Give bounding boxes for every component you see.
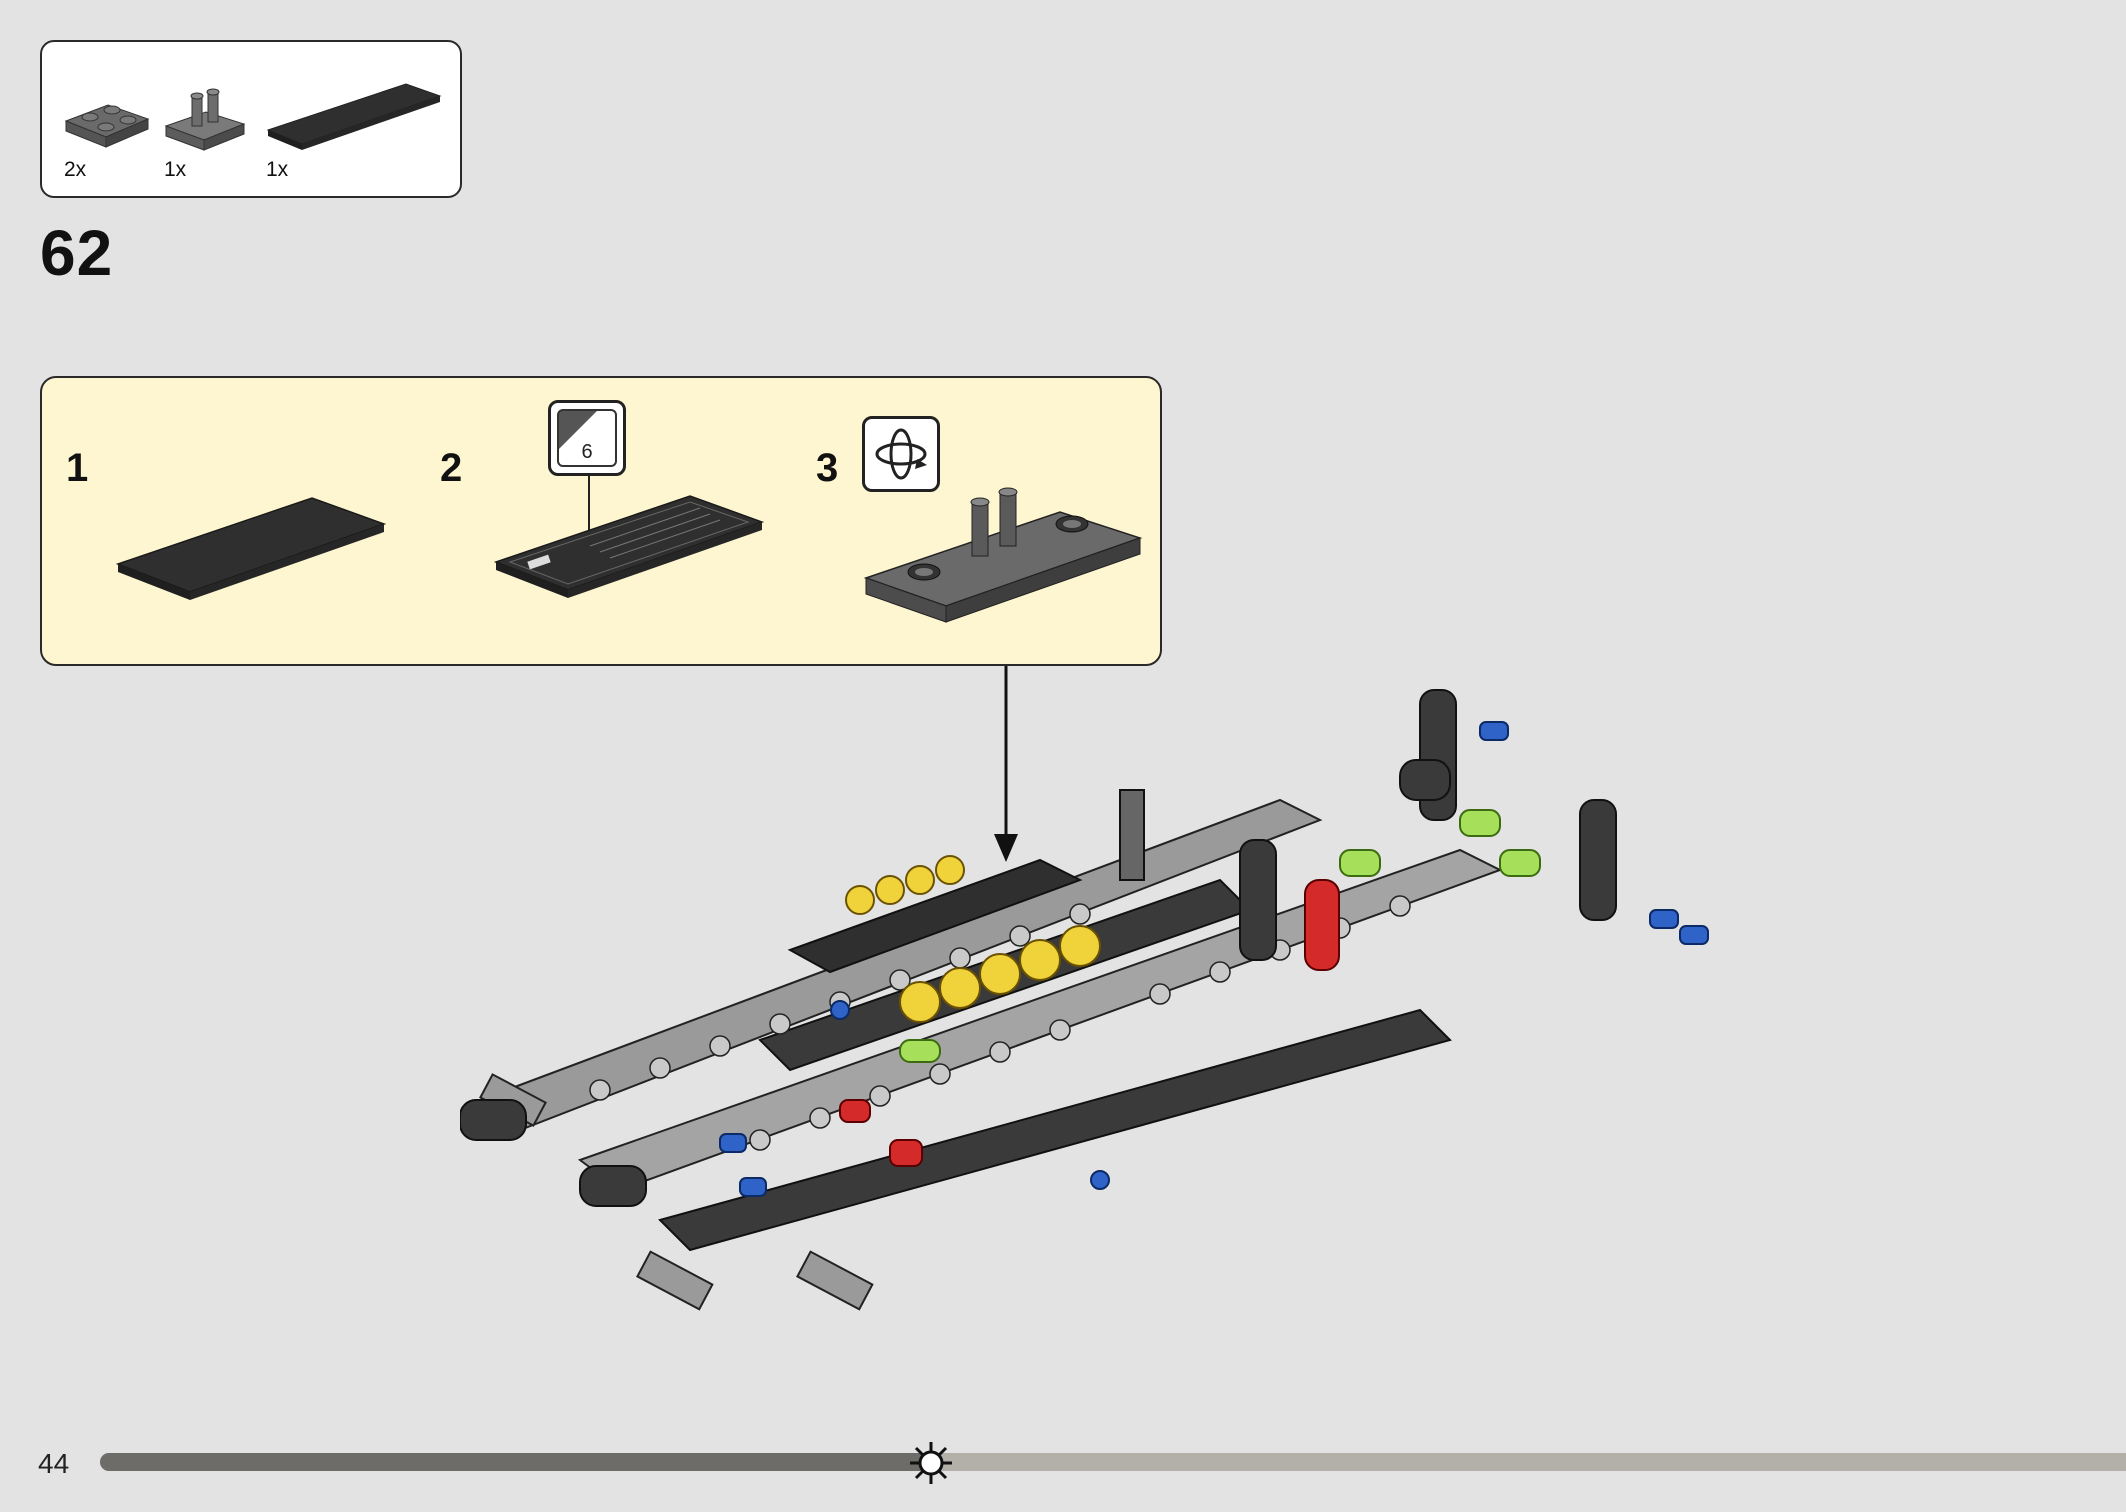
part-qty: 1x xyxy=(164,158,187,181)
rotate-model-icon xyxy=(862,416,940,492)
placement-arrow xyxy=(990,666,1024,871)
substep-number: 3 xyxy=(816,446,839,490)
step-number: 62 xyxy=(40,217,114,289)
sticker-leader-line xyxy=(588,476,590,542)
tile-2x6-icon xyxy=(112,488,392,608)
subassembly-box: 1 2 6 3 xyxy=(40,376,1162,666)
progress-fill xyxy=(100,1453,931,1471)
model-illustration xyxy=(459,660,1740,1365)
progress-bar xyxy=(100,1453,2126,1471)
parts-list-box: 2x 1x 1x xyxy=(40,40,462,198)
plate-2x2-icon xyxy=(62,97,152,153)
plate-with-pins-icon xyxy=(162,84,248,156)
sticker-icon xyxy=(557,409,617,467)
part-qty: 1x xyxy=(266,158,289,181)
progress-marker-icon xyxy=(908,1440,954,1491)
sticker-callout: 6 xyxy=(548,400,626,476)
plate-with-pins-icon xyxy=(860,472,1150,632)
part-qty: 2x xyxy=(64,158,87,181)
decorated-tile-icon xyxy=(490,486,770,606)
page-number: 44 xyxy=(38,1448,70,1479)
substep-number: 2 xyxy=(440,446,463,490)
sticker-number: 6 xyxy=(581,441,593,463)
substep-number: 1 xyxy=(66,446,89,490)
tile-2x6-icon xyxy=(264,62,444,156)
